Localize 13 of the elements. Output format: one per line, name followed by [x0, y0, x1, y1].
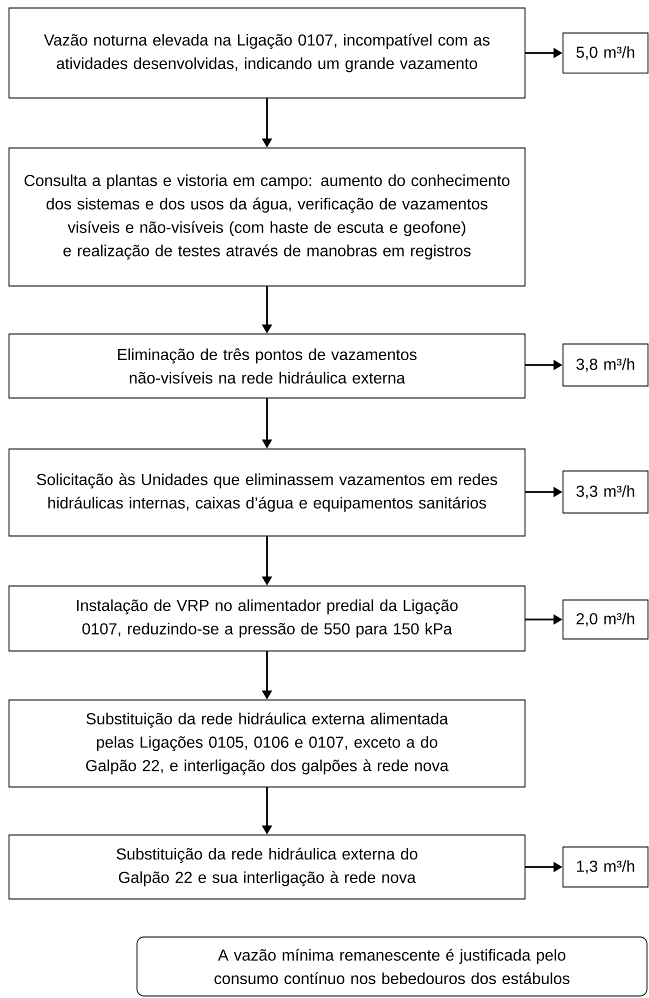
step-box: Vazão noturna elevada na Ligação 0107, incompatível com as atividades desenvolvidas, indicando um grande vazamento: [8, 8, 526, 98]
flow-value-box: 3,3 m³/h: [562, 470, 648, 514]
step-box: Substituição da rede hidráulica externa do Galpão 22 e sua interligação à rede nova: [8, 834, 526, 900]
flow-value-box: 3,8 m³/h: [562, 344, 648, 386]
step-box: Consulta a plantas e vistoria em campo: aumento do conhecimento dos sistemas e dos usos da água, verificação de vazamentos visíveis e não-visíveis (com haste de escuta e geofone) e realização de testes através de manobras em registros: [8, 148, 526, 286]
flow-value-box: 1,3 m³/h: [562, 846, 648, 888]
step-box: Instalação de VRP no alimentador predial da Ligação 0107, reduzindo-se a pressão de 550 para 150 kPa: [8, 586, 526, 652]
note-box: A vazão mínima remanescente é justificada pelo consumo contínuo nos bebedouros dos estábulos: [136, 936, 648, 996]
flow-value-box: 5,0 m³/h: [562, 32, 648, 74]
step-box: Substituição da rede hidráulica externa alimentada pelas Ligações 0105, 0106 e 0107, exceto a do Galpão 22, e interligação dos galpões à rede nova: [8, 700, 526, 788]
step-box: Solicitação às Unidades que eliminassem vazamentos em redes hidráulicas internas, caixas d’água e equipamentos sanitários: [8, 448, 526, 536]
step-box: Eliminação de três pontos de vazamentos não-visíveis na rede hidráulica externa: [8, 334, 526, 398]
flow-value-box: 2,0 m³/h: [562, 600, 648, 640]
